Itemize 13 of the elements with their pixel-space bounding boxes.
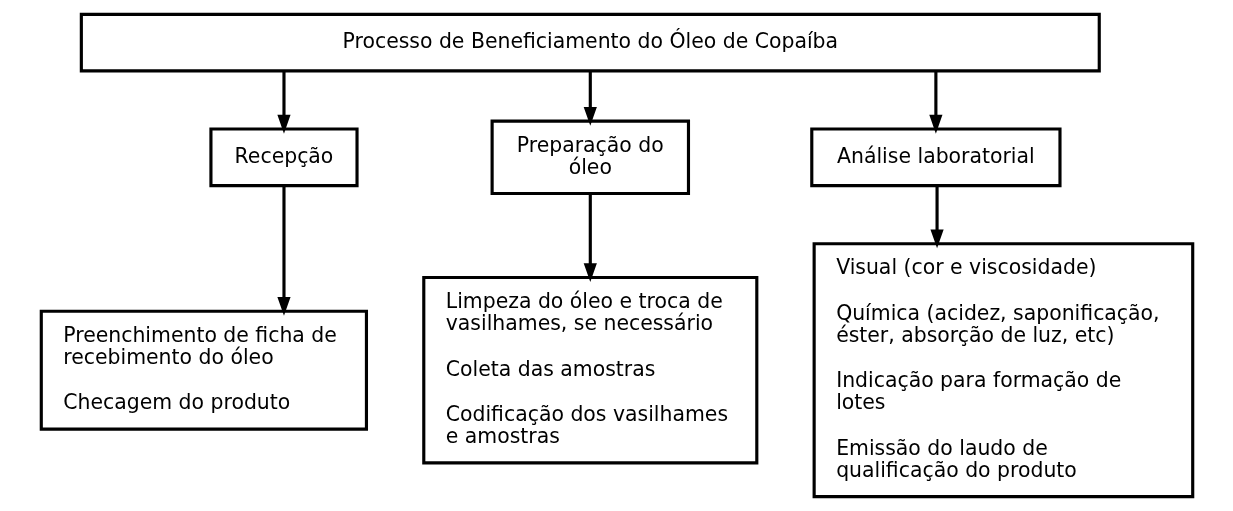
arrow: [583, 193, 597, 283]
arrow: [276, 186, 291, 316]
node-box: Preparação do óleo: [490, 119, 690, 195]
arrow: [928, 71, 942, 134]
node-box: Análise laboratorial: [809, 127, 1062, 188]
arrow: [929, 186, 944, 249]
node-box: Preenchimento de ficha de recebimento do óleo Checagem do produto: [39, 309, 368, 431]
node-box: Processo de Beneficiamento do Óleo de Copaíba: [79, 12, 1101, 73]
node-box: Visual (cor e viscosidade) Química (acidez, saponificação, éster, absorção de luz, etc) Indicação para formação de lotes Emissão do laudo de qualificação do produto: [812, 242, 1194, 499]
node-box: Recepção: [208, 127, 359, 188]
arrow: [276, 71, 291, 134]
node-box: Limpeza do óleo e troca de vasilhames, se necessário Coleta das amostras Codificação dos vasilhames e amostras: [421, 275, 758, 465]
arrow: [583, 71, 597, 126]
